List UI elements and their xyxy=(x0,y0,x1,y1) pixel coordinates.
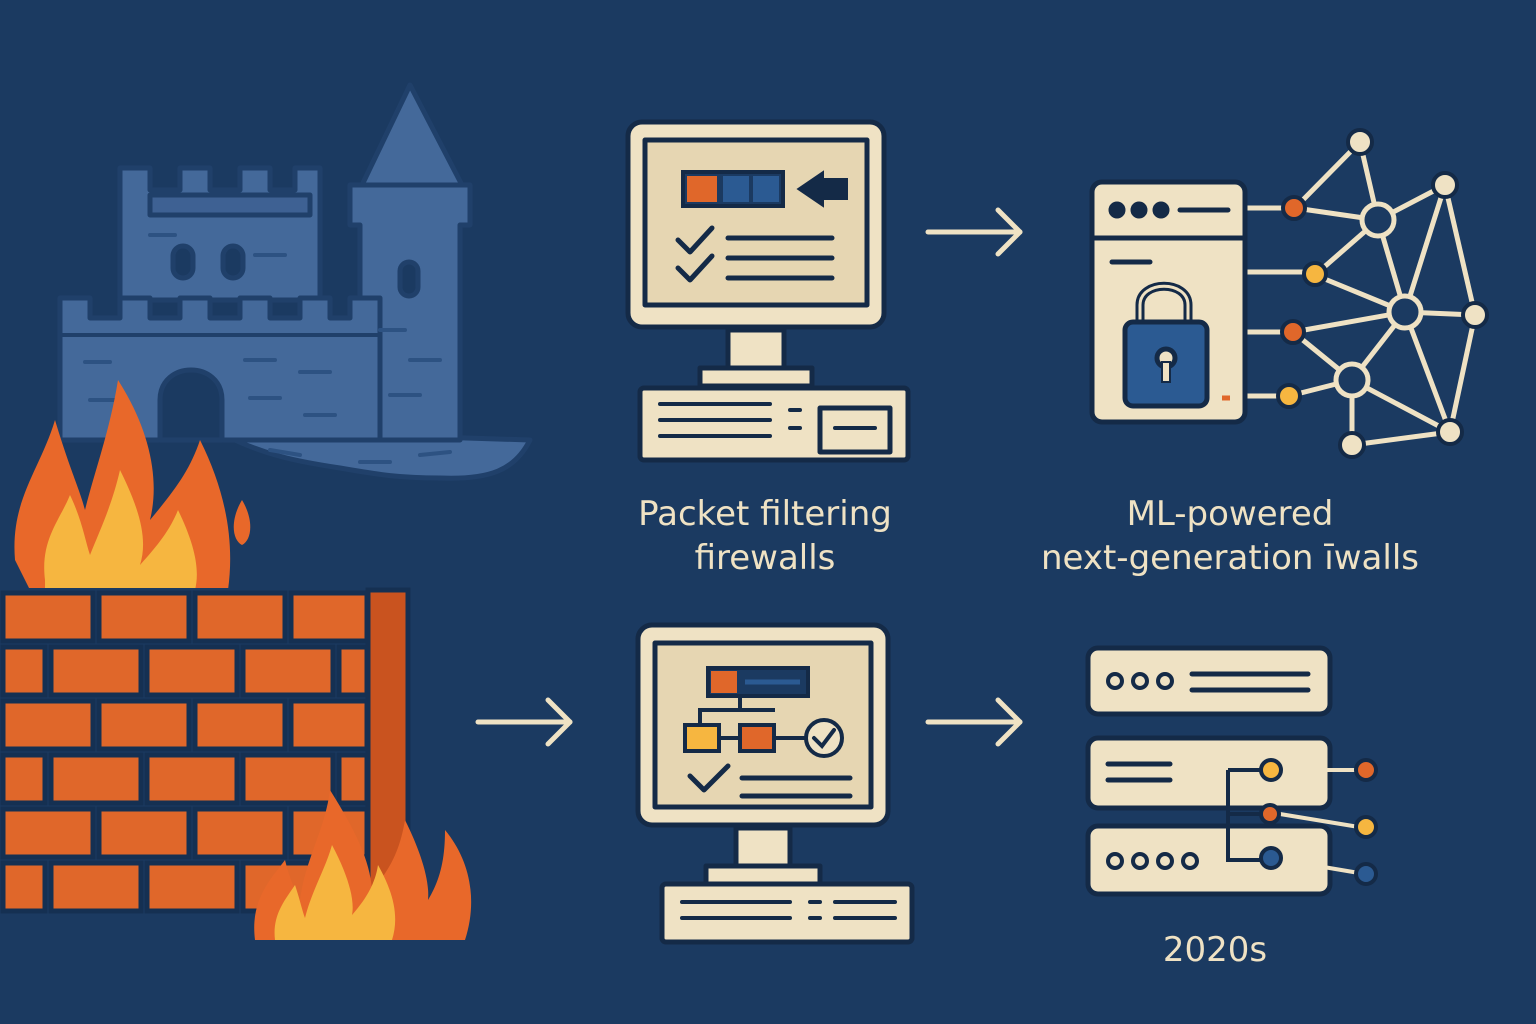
brick xyxy=(0,806,96,860)
label-line: Packet filtering xyxy=(638,494,892,534)
computer-base-lines xyxy=(680,900,897,920)
arrow-right-icon xyxy=(925,207,1023,257)
brick xyxy=(192,698,288,752)
arrow-right-icon xyxy=(925,697,1023,747)
flame-icon xyxy=(14,380,251,590)
label-ml-powered-firewalls: ML-powered next-generation īwalls xyxy=(1010,492,1450,580)
brick xyxy=(144,752,240,806)
server-nodes xyxy=(1259,758,1378,886)
brick xyxy=(48,860,144,914)
brick xyxy=(0,644,48,698)
checkmark-icon xyxy=(687,763,853,799)
brick xyxy=(48,644,144,698)
brick xyxy=(336,644,370,698)
label-2020s: 2020s xyxy=(1110,928,1320,972)
brick xyxy=(336,752,370,806)
server-rack-icon xyxy=(1085,645,1333,897)
brick xyxy=(288,590,370,644)
castle-icon xyxy=(57,82,533,481)
label-line: firewalls xyxy=(694,538,836,578)
brick xyxy=(192,590,288,644)
label-line: next-generation īwalls xyxy=(1040,538,1419,578)
brick xyxy=(48,752,144,806)
server-connections xyxy=(1226,768,1366,876)
arrow-right-icon xyxy=(475,697,573,747)
padlock-icon xyxy=(1122,281,1210,409)
brick xyxy=(0,590,96,644)
brick xyxy=(144,860,240,914)
label-line: 2020s xyxy=(1162,930,1268,970)
flowchart-icon xyxy=(683,666,844,758)
brick xyxy=(96,806,192,860)
brick xyxy=(0,860,48,914)
packet-filter-bar xyxy=(681,170,848,208)
castle-brick-texture xyxy=(83,233,452,464)
brick xyxy=(288,698,370,752)
flame-icon xyxy=(254,790,472,940)
brick xyxy=(240,752,336,806)
brick xyxy=(96,698,192,752)
checkmark-icon xyxy=(675,225,835,283)
brick xyxy=(0,752,48,806)
brick xyxy=(96,590,192,644)
label-line: ML-powered xyxy=(1126,494,1334,534)
brick xyxy=(240,644,336,698)
label-packet-filtering-firewalls: Packet filtering firewalls xyxy=(600,492,930,580)
brick xyxy=(0,698,96,752)
network-nodes xyxy=(1276,128,1489,459)
brick xyxy=(144,644,240,698)
computer-base-lines xyxy=(658,402,877,438)
brick xyxy=(192,806,288,860)
